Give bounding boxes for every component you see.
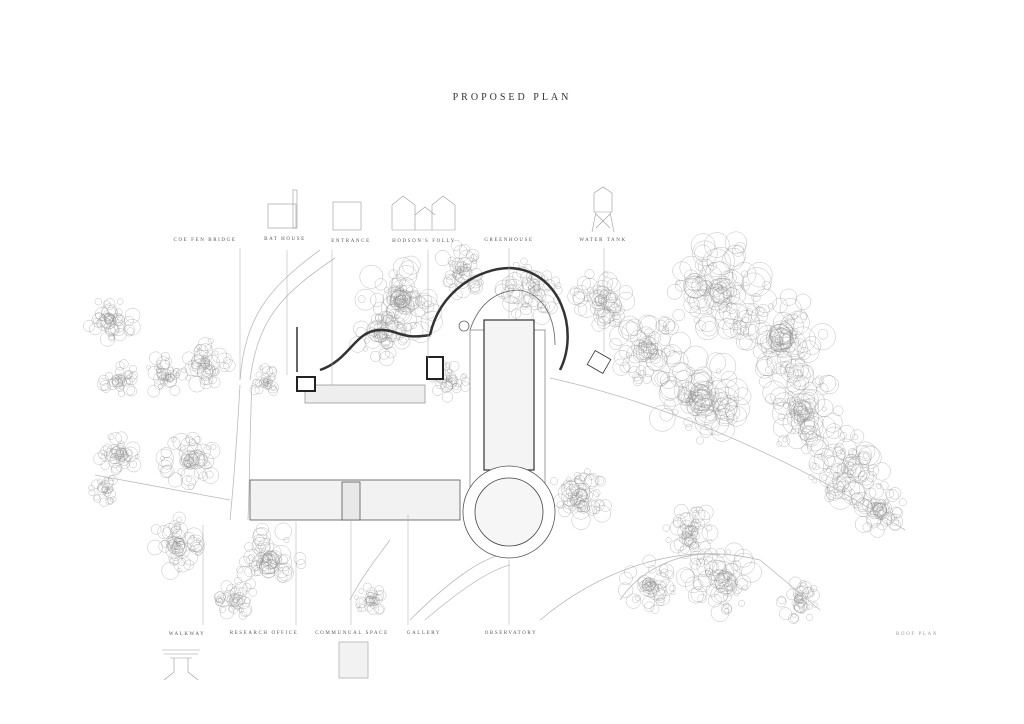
tree: [675, 542, 762, 622]
paths: [94, 249, 906, 621]
bat-house-elevation-icon: [267, 203, 297, 229]
tree: [662, 504, 719, 559]
tree: [96, 359, 138, 397]
label-hodsons-folly: HODSON'S FOLLY: [392, 239, 456, 244]
label-communal-space: COMMUNUAL SPACE: [315, 631, 389, 636]
drawing-title: PROPOSED PLAN: [452, 92, 572, 103]
greenhouse-wall: [428, 266, 569, 371]
label-walkway: WALKWAY: [168, 632, 206, 637]
label-entrance: ENTRANCE: [331, 239, 371, 244]
entrance-elevation-icon: [332, 201, 362, 231]
label-observatory: OBSERVATORY: [484, 631, 538, 636]
tree: [567, 269, 636, 332]
tree: [762, 365, 844, 455]
walkway-deck: [304, 384, 426, 404]
tree: [775, 576, 820, 624]
tree: [83, 297, 141, 347]
label-bat-house: BAT HOUSE: [264, 237, 306, 242]
communal-space: [341, 481, 361, 521]
tree: [155, 431, 221, 490]
trees: [83, 231, 907, 624]
label-research-office: RESEARCH OFFICE: [229, 631, 299, 636]
tree: [236, 522, 307, 589]
tree: [146, 351, 188, 398]
hodsons-folly-elevation-icon: [391, 195, 456, 231]
tree: [649, 345, 752, 445]
tree: [181, 337, 236, 393]
tree: [354, 255, 443, 343]
water-tank-elevation-icon: [591, 186, 615, 233]
elevation-icons: [162, 186, 615, 681]
tree: [618, 554, 677, 614]
walkway-section-icon: [162, 649, 200, 681]
leader-lines: [202, 248, 605, 625]
tree: [730, 288, 836, 390]
label-greenhouse: GREENHOUSE: [484, 238, 534, 243]
tree: [609, 314, 691, 387]
tree: [249, 363, 279, 396]
buildings: [249, 266, 612, 559]
label-roof-plan: ROOF PLAN: [895, 632, 939, 637]
communal-space-elevation-icon: [338, 641, 369, 679]
tree: [213, 576, 257, 620]
tree: [93, 431, 142, 476]
hodsons-folly: [426, 356, 444, 380]
tree: [88, 475, 118, 507]
tree: [434, 239, 484, 300]
tree: [550, 468, 612, 530]
observatory: [474, 477, 544, 547]
tree: [349, 310, 411, 367]
tree: [147, 511, 205, 580]
tree: [666, 231, 777, 340]
tree: [849, 481, 907, 538]
label-coe-fen-bridge: COE FEN BRIDGE: [173, 238, 237, 243]
entrance-wall: [319, 328, 431, 372]
tree: [354, 582, 387, 615]
bat-house: [296, 376, 316, 392]
water-tank: [586, 350, 612, 374]
greenhouse: [483, 319, 535, 471]
label-gallery: GALLERY: [406, 631, 442, 636]
label-water-tank: WATER TANK: [579, 238, 627, 243]
